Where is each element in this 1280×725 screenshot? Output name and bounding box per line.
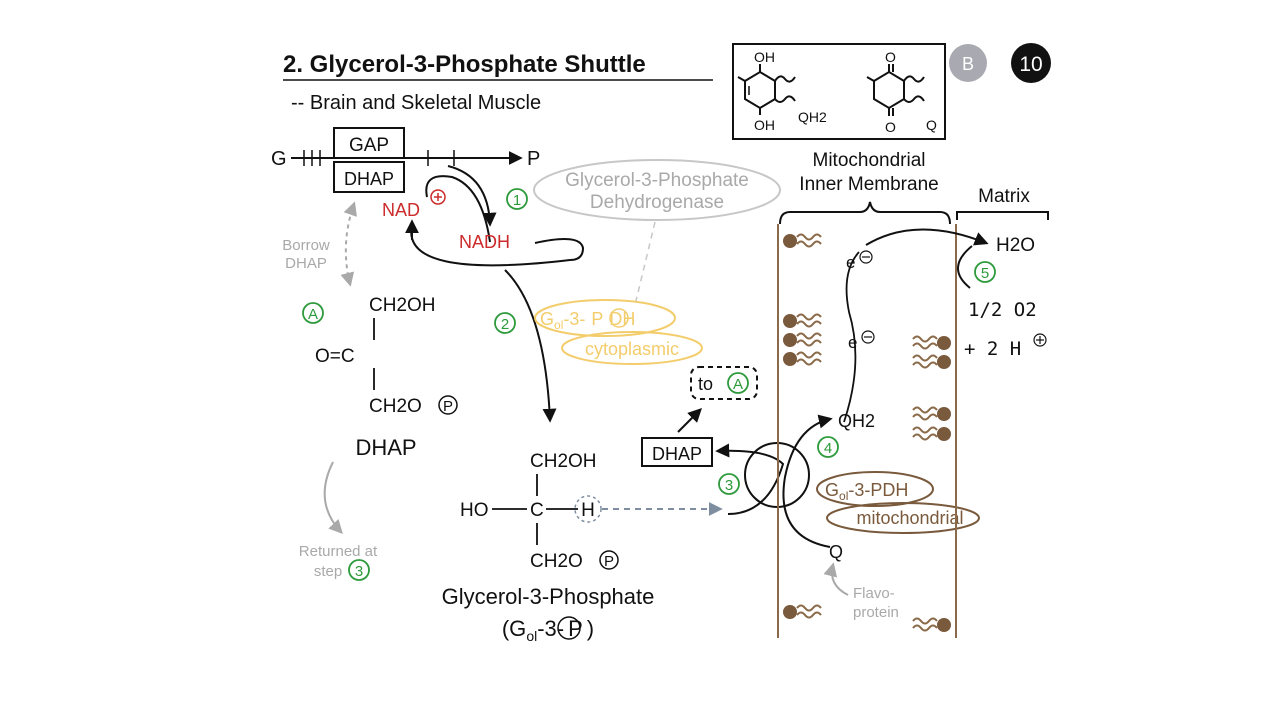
membrane-label-line1: Mitochondrial <box>813 150 926 171</box>
pyruvate-label: P <box>527 148 540 170</box>
electron-path <box>843 251 860 423</box>
lipid-molecules <box>782 233 952 633</box>
qh2-label: QH2 <box>838 411 875 431</box>
dhap-phosphate: P <box>443 398 453 415</box>
returned-step-marker <box>348 559 370 581</box>
g3p-hydroxyl: HO <box>460 500 489 521</box>
mito-type-ellipse <box>826 502 980 534</box>
nadh-production-arrow <box>447 165 497 227</box>
qh2-oh-top: OH <box>754 49 775 65</box>
enzyme-name-line1: Glycerol-3-Phosphate <box>565 170 749 191</box>
page-title: 2. Glycerol-3-Phosphate Shuttle <box>283 51 646 78</box>
dhap-box <box>333 161 405 193</box>
glycolysis-pathway: G P GAP DHAP <box>271 127 540 193</box>
gap-box <box>333 127 405 159</box>
returned-step-label: 3 <box>355 563 363 580</box>
step-5-marker <box>974 261 996 283</box>
badge-b <box>949 44 987 82</box>
returned-line2: step <box>314 563 342 580</box>
qh2-box-label: QH2 <box>798 109 827 125</box>
gap-label: GAP <box>349 135 389 156</box>
flavoprotein-line1: Flavo- <box>853 585 895 602</box>
g3p-top-group: CH2OH <box>530 451 597 472</box>
dhap-product-label: DHAP <box>652 444 702 464</box>
dhap-carbonyl: O=C <box>315 346 355 367</box>
oxygen-uptake <box>957 245 973 289</box>
page-subtitle: -- Brain and Skeletal Muscle <box>291 92 541 114</box>
step-2-label: 2 <box>501 316 509 333</box>
dhap-box-label: DHAP <box>344 169 394 189</box>
half-oxygen-label: 1/2 O2 <box>968 299 1037 321</box>
mito-type-label: mitochondrial <box>856 508 963 528</box>
step-2-marker <box>494 312 516 334</box>
enzyme-name-line2: Dehydrogenase <box>590 192 724 213</box>
g3p-phosphate: P <box>604 553 614 570</box>
dhap-product-box <box>641 437 713 467</box>
to-a-marker <box>727 372 749 394</box>
step-a-marker <box>302 302 324 324</box>
cyto-type-ellipse <box>561 331 703 365</box>
borrow-label-line1: Borrow <box>282 237 330 254</box>
g3p-carbon: C <box>530 500 544 521</box>
mito-enzyme-ellipse <box>816 471 934 507</box>
borrow-arrow <box>340 201 357 287</box>
step-1-marker <box>506 188 528 210</box>
quinone-structures-box: OH OH QH2 O O Q <box>732 43 946 140</box>
step-5-label: 5 <box>981 265 989 282</box>
borrow-label-line2: DHAP <box>285 255 327 272</box>
q-box-label: Q <box>926 117 937 133</box>
badge-page <box>1011 43 1051 83</box>
membrane-bracket <box>779 201 951 225</box>
g3p-hydrogen: H <box>581 500 595 521</box>
step-4-label: 4 <box>824 440 832 457</box>
g3p-name: Glycerol-3-Phosphate <box>442 584 655 609</box>
nadh-loop-right <box>534 238 585 261</box>
flavoprotein-arrow <box>823 562 849 596</box>
g3p-structure: CH2OH HO C H CH2O P Glycerol-3-Phosphate… <box>442 451 655 644</box>
q-o-top: O <box>885 49 896 65</box>
nadh-label: NADH <box>459 232 510 252</box>
membrane-label-line2: Inner Membrane <box>799 174 938 195</box>
to-a-text: to <box>698 374 713 394</box>
matrix-label: Matrix <box>978 186 1030 207</box>
flavoprotein-line2: protein <box>853 604 899 621</box>
electron-label-mid: e <box>848 333 857 352</box>
step-a-label: A <box>308 306 318 323</box>
qh2-oh-bottom: OH <box>754 117 775 133</box>
q-label: Q <box>829 542 843 562</box>
step-3-label: 3 <box>725 477 733 494</box>
matrix-bracket <box>956 211 1049 220</box>
badge-b-label: B <box>962 54 974 74</box>
step-1-label: 1 <box>513 192 521 209</box>
glucose-label: G <box>271 148 287 170</box>
enzyme-name-ellipse <box>533 159 781 221</box>
electron-arrow-to-water <box>865 228 989 246</box>
electron-label-top: e <box>846 253 855 272</box>
returned-line1: Returned at <box>299 543 378 560</box>
dhap-name: DHAP <box>355 435 416 460</box>
mito-enzyme-label: Gol-3-PDH <box>825 480 908 503</box>
step-4-arrow <box>782 414 833 548</box>
to-a-label: A <box>733 376 743 393</box>
returned-arrow <box>323 461 343 535</box>
water-label: H2O <box>996 235 1035 256</box>
q-o-bottom: O <box>885 119 896 135</box>
step-4-marker <box>817 436 839 458</box>
dhap-structure: CH2OH O=C CH2O P DHAP <box>315 295 458 460</box>
nad-plus-label: NAD <box>382 200 420 220</box>
g3p-bottom-group: CH2O <box>530 551 583 572</box>
step-3-marker <box>718 473 740 495</box>
dhap-top-group: CH2OH <box>369 295 436 316</box>
cyto-type-label: cytoplasmic <box>585 339 679 359</box>
protons-label: + 2 H <box>964 338 1021 360</box>
dhap-bottom-group: CH2O <box>369 396 422 417</box>
step-3-arrow <box>715 443 785 515</box>
nad-plus-charge <box>430 189 446 205</box>
reduction-arrow <box>504 269 557 423</box>
badge-page-number: 10 <box>1019 53 1042 76</box>
cyto-enzyme-ellipse <box>534 299 676 337</box>
